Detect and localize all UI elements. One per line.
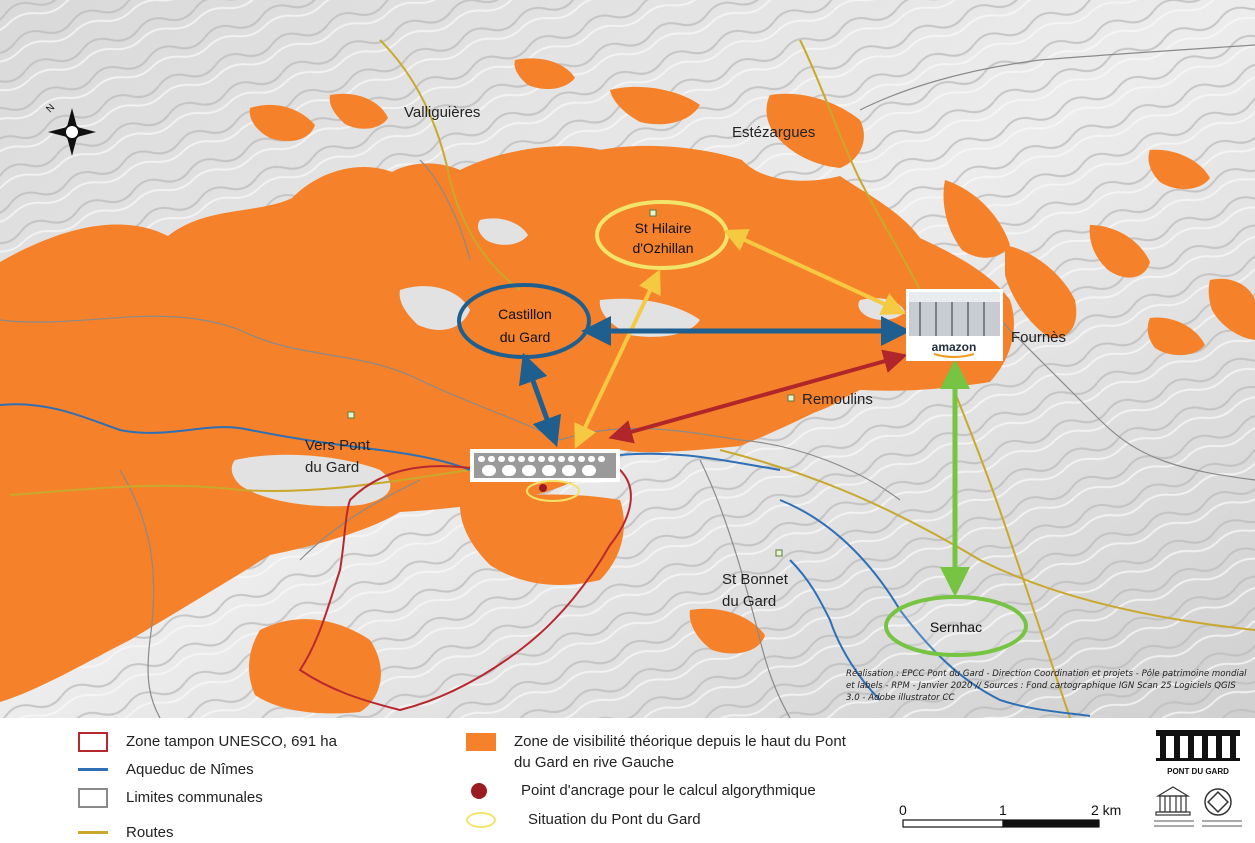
place-fournes: Fournès — [1011, 329, 1066, 346]
legend-visibility-label: Zone de visibilité théorique depuis le h… — [514, 731, 846, 773]
sernhac-ellipse — [884, 595, 1028, 657]
visibility-swatch-icon — [466, 733, 496, 751]
place-vers-pont-2: du Gard — [305, 459, 359, 476]
north-arrow-icon: N — [44, 102, 96, 156]
arrow-pont-amazon — [608, 349, 908, 444]
amazon-smile-icon — [933, 353, 975, 358]
aqueduct-logo-icon — [1156, 730, 1240, 761]
amazon-label: amazon — [932, 340, 977, 354]
amazon-warehouse-image: amazon — [906, 289, 1003, 361]
place-st-hilaire-1: St Hilaire — [635, 220, 692, 236]
village-markers — [347, 209, 795, 557]
roads-swatch-icon — [78, 831, 108, 834]
place-estezargues: Estézargues — [732, 124, 815, 141]
legend-visibility: Zone de visibilité théorique depuis le h… — [466, 731, 846, 773]
legend-aqueduct-label: Aqueduc de Nîmes — [126, 761, 254, 778]
scale-bar: 0 1 2 km — [899, 802, 1121, 828]
aqueduct-line — [0, 403, 1091, 717]
pont-situation-ellipse — [526, 480, 580, 502]
aqueduct-swatch-icon — [78, 768, 108, 771]
arrow-castillon-pont — [519, 352, 561, 448]
legend-situation: Situation du Pont du Gard — [466, 809, 701, 830]
legend-visibility-line1: Zone de visibilité théorique depuis le h… — [514, 733, 846, 750]
place-st-bonnet-2: du Gard — [722, 593, 776, 610]
place-st-hilaire-2: d'Ozhillan — [632, 240, 693, 256]
pont-du-gard-image — [470, 449, 620, 482]
place-st-bonnet-1: St Bonnet — [722, 571, 789, 588]
legend-visibility-line2: du Gard en rive Gauche — [514, 754, 675, 771]
logo-name: PONT DU GARD — [1167, 767, 1229, 776]
scale-tick-1: 1 — [999, 802, 1007, 818]
anchor-point — [539, 484, 547, 492]
legend-anchor-label: Point d'ancrage pour le calcul algorythm… — [521, 782, 816, 799]
anchor-swatch-icon — [471, 782, 487, 799]
legend-unesco-label: Zone tampon UNESCO, 691 ha — [126, 733, 337, 750]
legend-anchor: Point d'ancrage pour le calcul algorythm… — [471, 780, 816, 801]
scale-tick-0: 0 — [899, 802, 907, 818]
place-valliguieres: Valliguières — [404, 104, 480, 121]
visibility-map: N amazon — [0, 0, 1255, 718]
situation-swatch-icon — [466, 811, 496, 828]
unesco-swatch-icon — [78, 731, 108, 752]
unesco-temple-icon — [1155, 786, 1191, 816]
map-credits: Réalisation : EPCC Pont du Gard - Direct… — [846, 669, 1247, 703]
aqueduct-branch — [789, 559, 881, 701]
scale-tick-2: 2 km — [1091, 802, 1121, 818]
legend-aqueduct: Aqueduc de Nîmes — [78, 759, 254, 780]
legend-unesco: Zone tampon UNESCO, 691 ha — [78, 731, 337, 752]
legend-communes-label: Limites communales — [126, 789, 263, 806]
place-castillon-2: du Gard — [500, 329, 551, 345]
place-castillon-1: Castillon — [498, 306, 552, 322]
connection-arrows — [519, 229, 970, 597]
communes-swatch-icon — [78, 787, 108, 808]
legend-roads-label: Routes — [126, 824, 174, 841]
legend-roads: Routes — [78, 822, 174, 843]
roads — [9, 39, 1255, 718]
world-heritage-emblem-icon — [1204, 788, 1232, 816]
pont-du-gard-unesco-logo: PONT DU GARD — [1154, 730, 1242, 827]
legend-situation-label: Situation du Pont du Gard — [528, 811, 701, 828]
legend-communes: Limites communales — [78, 787, 263, 808]
place-remoulins: Remoulins — [802, 391, 873, 408]
place-sernhac: Sernhac — [930, 619, 982, 635]
place-vers-pont-1: Vers Pont — [305, 437, 371, 454]
arrow-st-hilaire-amazon — [723, 229, 906, 315]
